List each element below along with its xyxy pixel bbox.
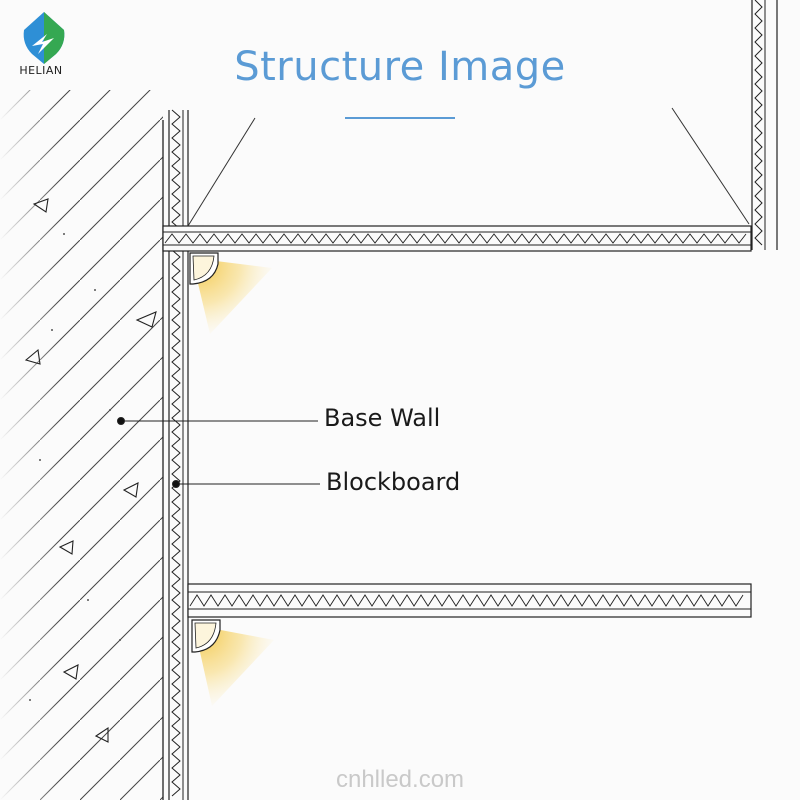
upper-led-light (189, 252, 272, 334)
lower-led-light (191, 619, 274, 706)
title-underline (345, 117, 455, 119)
lower-shelf (187, 583, 752, 618)
watermark: cnhlled.com (335, 766, 465, 793)
perspective-lines (187, 107, 750, 227)
vertical-blockboard (168, 109, 189, 800)
base-wall (0, 90, 164, 800)
label-blockboard: Blockboard (326, 468, 461, 496)
right-partition (751, 0, 778, 250)
brand-name: HELIAN (19, 64, 63, 77)
page-title: Structure Image (234, 44, 566, 90)
callout-leaders (117, 417, 320, 488)
upper-shelf (162, 225, 752, 252)
label-base-wall: Base Wall (324, 404, 441, 432)
helian-leaf-logo-icon (14, 10, 74, 82)
